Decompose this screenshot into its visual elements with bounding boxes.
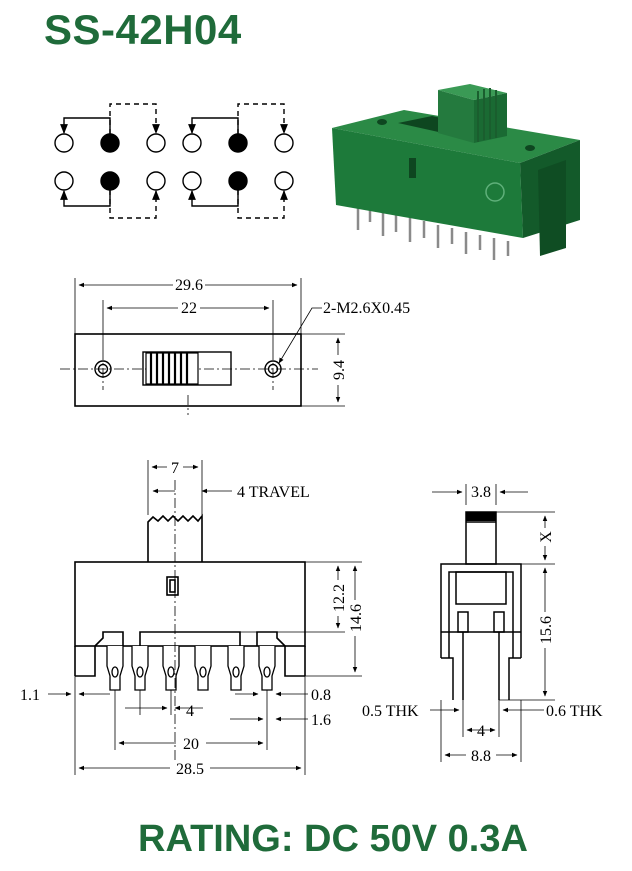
dim-side-height: 15.6 bbox=[538, 616, 555, 644]
dim-top-hole-spacing: 22 bbox=[181, 300, 197, 317]
schematic-group-left bbox=[54, 103, 166, 219]
dim-front-knob-width: 7 bbox=[171, 460, 179, 477]
dim-top-overall-length: 29.6 bbox=[175, 277, 203, 294]
dim-side-pin-spacing: 4 bbox=[477, 723, 485, 740]
side-view: 3.8 X 15.6 0.5 THK 0.6 THK 4 8.8 bbox=[362, 484, 603, 765]
schematic-group-right bbox=[182, 103, 294, 219]
dim-front-pin-thickness: 1.1 bbox=[20, 687, 40, 704]
dim-side-pin-thk-left: 0.5 THK bbox=[362, 703, 419, 720]
dim-front-travel: 4 TRAVEL bbox=[237, 484, 310, 501]
dim-side-knob-width: 3.8 bbox=[471, 484, 491, 501]
dim-side-pin-thk-right: 0.6 THK bbox=[546, 703, 603, 720]
dim-front-overall-height: 14.6 bbox=[348, 604, 365, 632]
circuit-schematic bbox=[54, 103, 294, 219]
switch-3d-illustration bbox=[332, 84, 580, 260]
screw-note: 2-M2.6X0.45 bbox=[323, 300, 410, 317]
dim-front-pin-width: 0.8 bbox=[311, 687, 331, 704]
front-view: 7 4 TRAVEL 12.2 14.6 1.1 4 0.8 1.6 20 28… bbox=[20, 458, 365, 778]
top-view: 29.6 22 2-M2.6X0.45 9.4 bbox=[60, 275, 410, 415]
rating-text: RATING: DC 50V 0.3A bbox=[138, 818, 528, 860]
dim-front-outer-pin-span: 20 bbox=[183, 736, 199, 753]
dim-side-width: 8.8 bbox=[471, 748, 491, 765]
product-title: SS-42H04 bbox=[44, 6, 242, 53]
dim-front-pin-gap: 1.6 bbox=[311, 712, 331, 729]
dim-front-body-height: 12.2 bbox=[331, 584, 348, 612]
dim-top-height: 9.4 bbox=[331, 360, 348, 380]
dim-side-knob-height: X bbox=[538, 531, 555, 543]
dim-front-pin-pitch: 4 bbox=[186, 703, 194, 720]
dim-front-overall-length: 28.5 bbox=[176, 761, 204, 778]
